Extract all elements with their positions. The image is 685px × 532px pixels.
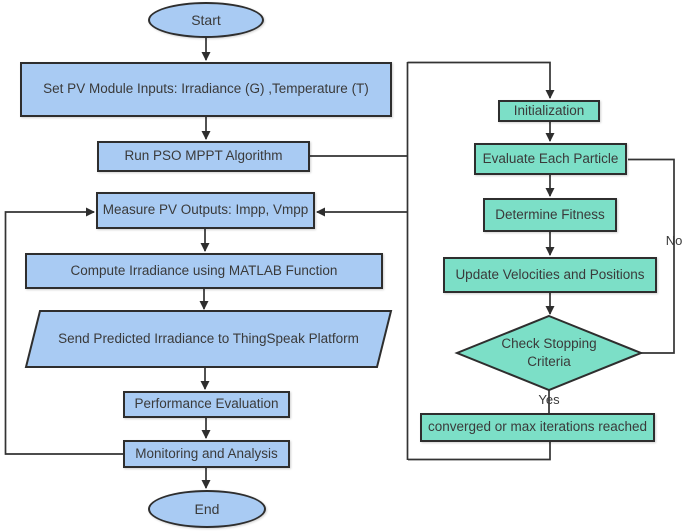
check-stopping-criteria-node: Check Stopping Criteria [501,336,597,369]
edge-monitoring-to-measure-loop [4,207,123,455]
edge-trunk-to-initialization [407,61,555,99]
end-node: End [148,490,266,528]
converged-node: converged or max iterations reached [420,413,655,442]
run-pso-mppt-node: Run PSO MPPT Algorithm [97,141,310,172]
send-irradiance-node: Send Predicted Irradiance to ThingSpeak … [58,330,359,346]
send-irradiance-parallelogram [24,310,393,368]
determine-fitness-node: Determine Fitness [483,198,617,232]
check-stopping-diamond [454,314,644,392]
compute-irradiance-node: Compute Irradiance using MATLAB Function [25,253,383,289]
performance-evaluation-node: Performance Evaluation [123,391,290,418]
initialization-node: Initialization [498,100,600,122]
update-velocities-node: Update Velocities and Positions [443,257,657,293]
edge-no-loop [628,158,675,354]
edge-converged-to-trunk [408,442,551,461]
start-node: Start [148,2,264,38]
yes-edge-label: Yes [538,392,560,407]
no-edge-label: No [665,233,683,248]
measure-pv-outputs-node: Measure PV Outputs: Impp, Vmpp [96,192,315,229]
set-pv-inputs-node: Set PV Module Inputs: Irradiance (G) ,Te… [20,62,392,117]
monitoring-analysis-node: Monitoring and Analysis [123,440,290,468]
evaluate-each-particle-node: Evaluate Each Particle [474,143,627,175]
